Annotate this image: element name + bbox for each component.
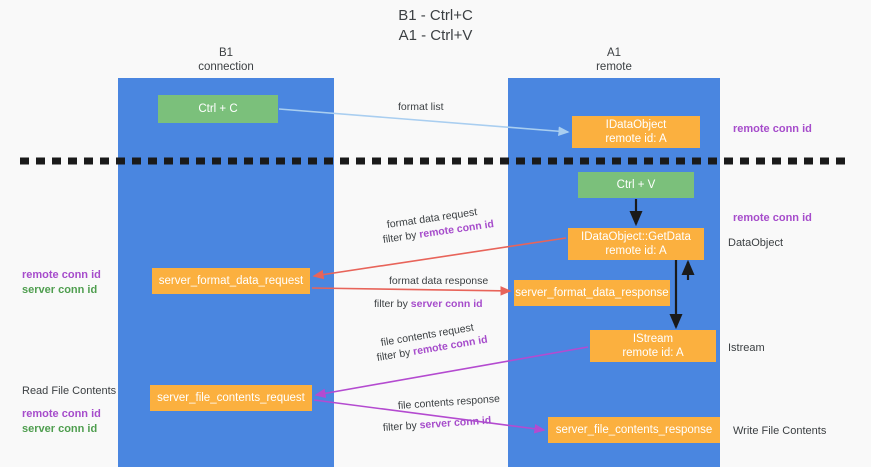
node-server-format-data-request[interactable]: server_format_data_request	[152, 268, 310, 294]
node-getdata-line2: remote id: A	[605, 245, 667, 257]
edge-label-format-data-response-filter: filter by server conn id	[374, 298, 483, 311]
node-ctrl-c[interactable]: Ctrl + C	[158, 95, 278, 123]
node-ctrl-c-label: Ctrl + C	[198, 103, 238, 115]
node-idataobject-line2: remote id: A	[605, 133, 667, 145]
node-ctrl-v[interactable]: Ctrl + V	[578, 172, 694, 198]
column-header-b1-sub: connection	[198, 61, 254, 73]
connector-format-list	[278, 108, 570, 137]
node-server-file-contents-request[interactable]: server_file_contents_request	[150, 385, 312, 411]
connector-file-contents-request	[314, 346, 589, 399]
node-server-format-data-response[interactable]: server_format_data_response	[514, 280, 670, 306]
filter-prefix: filter by	[374, 298, 411, 310]
edge-label-format-data-response: format data response	[389, 275, 489, 287]
connector-file-contents-response	[313, 399, 546, 434]
annotation-left-middle: remote conn id server conn id	[22, 268, 101, 298]
page-title: B1 - Ctrl+C A1 - Ctrl+V	[0, 6, 871, 46]
annotation-left-bottom: Read File Contents remote conn id server…	[22, 384, 116, 437]
node-idataobject[interactable]: IDataObject remote id: A	[572, 116, 700, 148]
node-istream-line1: IStream	[632, 333, 674, 345]
annotation-remote-conn-id-top: remote conn id	[733, 123, 812, 135]
node-ctrl-v-label: Ctrl + V	[616, 179, 656, 191]
column-header-b1-name: B1	[218, 47, 234, 59]
column-header-b1: B1 connection	[146, 46, 306, 74]
node-server-format-data-response-label: server_format_data_response	[515, 287, 669, 299]
filter-prefix: filter by	[382, 419, 421, 434]
annotation-read-file-contents: Read File Contents	[22, 385, 117, 397]
annotation-left-remote-conn-id-bot: remote conn id	[22, 408, 101, 420]
node-istream[interactable]: IStream remote id: A	[590, 330, 716, 362]
node-server-file-contents-response-label: server_file_contents_response	[555, 424, 713, 436]
annotation-dataobject: DataObject	[728, 237, 784, 249]
filter-key: server conn id	[410, 298, 483, 310]
node-server-file-contents-response[interactable]: server_file_contents_response	[548, 417, 720, 443]
node-istream-line2: remote id: A	[622, 347, 684, 359]
annotation-left-remote-conn-id-mid: remote conn id	[22, 269, 101, 281]
column-header-a1-sub: remote	[596, 61, 632, 73]
annotation-left-server-conn-id-bot: server conn id	[22, 423, 98, 435]
connector-format-data-response	[311, 286, 512, 296]
annotation-istream: Istream	[728, 342, 765, 354]
edge-label-format-list: format list	[398, 101, 444, 113]
node-idataobject-getdata[interactable]: IDataObject::GetData remote id: A	[568, 228, 704, 260]
column-header-a1: A1 remote	[534, 46, 694, 74]
annotation-left-server-conn-id-mid: server conn id	[22, 284, 98, 296]
annotation-write-file-contents: Write File Contents	[733, 425, 827, 437]
title-line-2: A1 - Ctrl+V	[398, 27, 473, 44]
column-header-a1-name: A1	[606, 47, 622, 59]
node-idataobject-line1: IDataObject	[605, 119, 667, 131]
node-getdata-line1: IDataObject::GetData	[581, 231, 691, 243]
node-server-file-contents-request-label: server_file_contents_request	[157, 392, 305, 404]
annotation-remote-conn-id-mid: remote conn id	[733, 212, 812, 224]
connector-format-data-request	[312, 237, 567, 280]
node-server-format-data-request-label: server_format_data_request	[158, 275, 304, 287]
title-line-1: B1 - Ctrl+C	[398, 7, 473, 24]
